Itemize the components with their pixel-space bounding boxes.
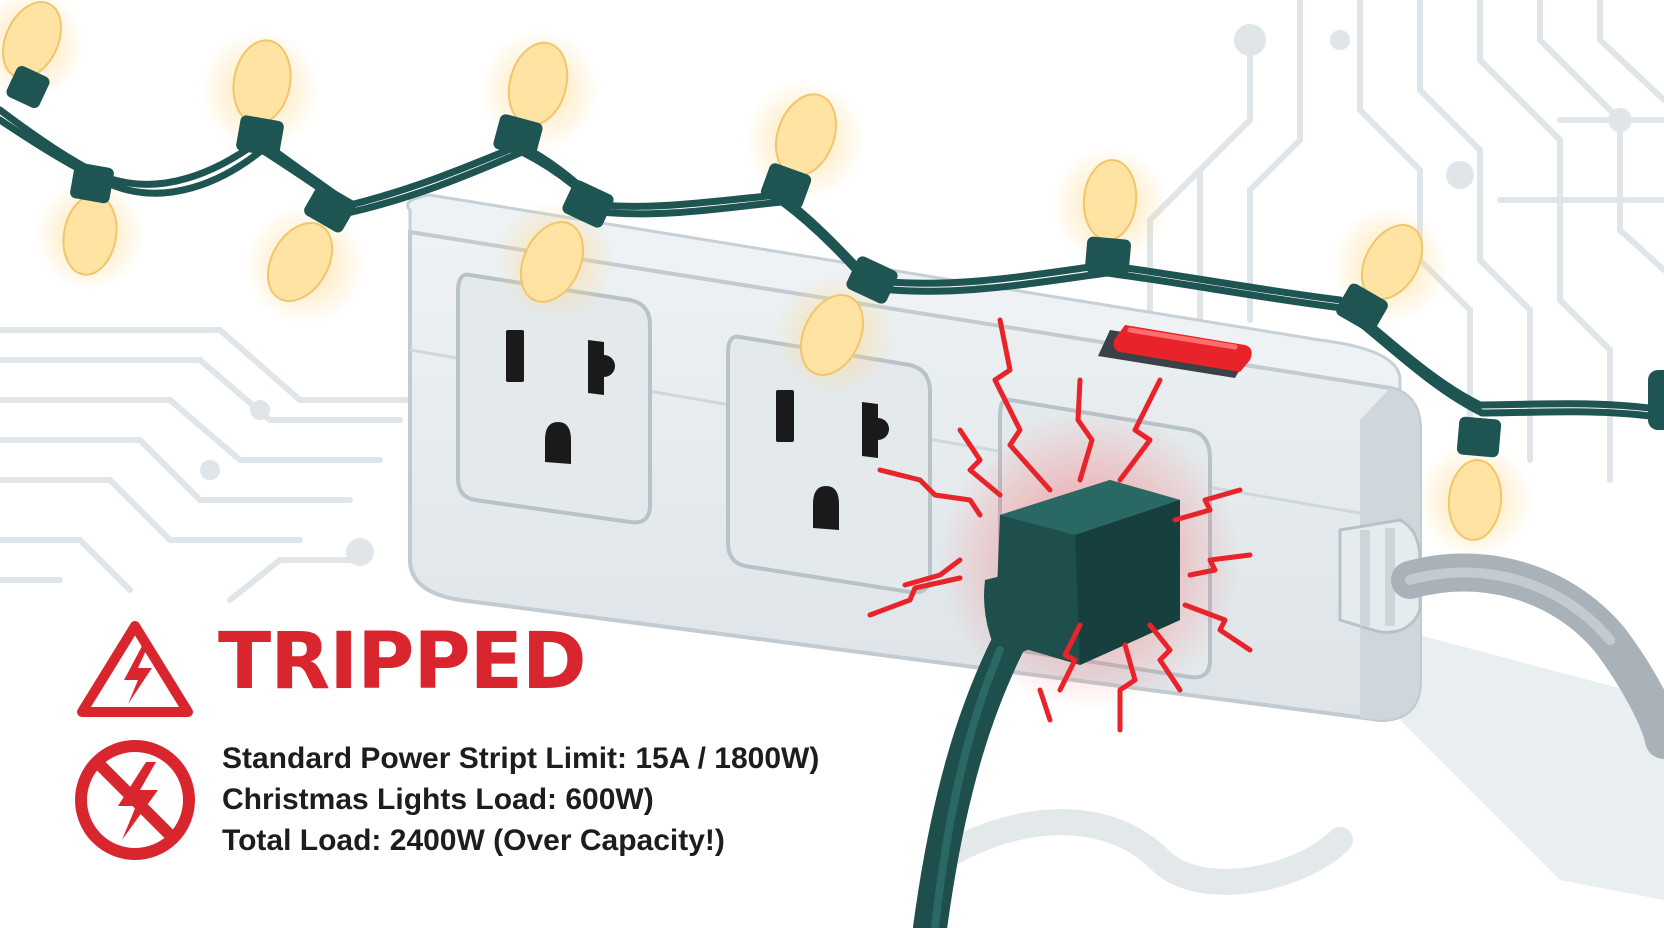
light-bulb [480, 30, 600, 158]
light-bulb [1648, 370, 1664, 430]
light-bulb [495, 180, 615, 320]
tripped-warning-title: TRIPPED [218, 617, 587, 707]
total-load-text: Total Load: 2400W (Over Capacity!) [222, 824, 725, 857]
light-bulb [1052, 147, 1168, 276]
electric-sparks [867, 317, 1253, 733]
christmas-lights-load-text: Christmas Lights Load: 600W) [222, 783, 654, 816]
no-electricity-prohibited-icon [75, 740, 195, 860]
light-bulb [745, 80, 865, 209]
strain-relief [1338, 518, 1422, 634]
high-voltage-warning-icon [77, 621, 193, 717]
christmas-light-bulbs [0, 0, 1664, 558]
outlet-2 [726, 334, 932, 595]
outlet-1 [456, 272, 652, 525]
light-bulb [775, 256, 898, 395]
light-bulb [0, 0, 85, 109]
light-bulb [35, 162, 145, 290]
light-bulb [1417, 416, 1533, 558]
power-strip-limit-text: Standard Power Stript Limit: 15A / 1800W… [222, 742, 820, 775]
light-bulb [245, 183, 365, 325]
plugged-plug [984, 480, 1180, 665]
load-specs-list: Standard Power Stript Limit: 15A / 1800W… [222, 738, 819, 861]
light-bulb [1332, 207, 1448, 333]
circuit-background [0, 0, 1664, 603]
circuit-nodes [200, 24, 1632, 566]
power-switch[interactable] [1098, 325, 1252, 378]
light-bulb [200, 30, 320, 157]
